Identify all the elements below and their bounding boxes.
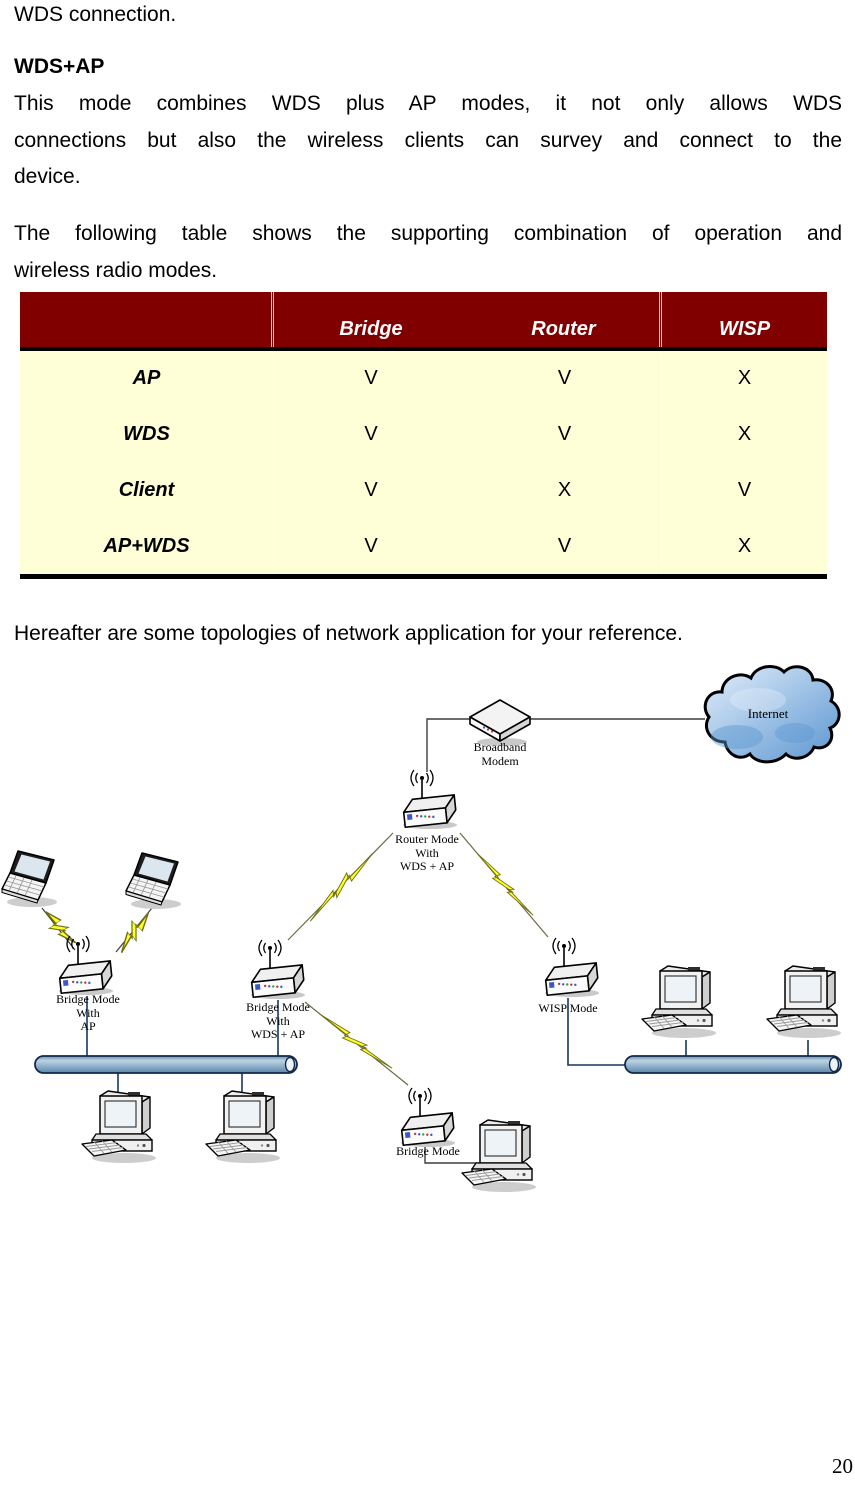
wisp-to-bar-line <box>567 998 627 1066</box>
table-row: AP+WDS V V X <box>20 518 827 574</box>
label-line: With <box>266 1013 290 1028</box>
bridge-mode-with-ap-label: Bridge Mode With AP <box>28 992 148 1034</box>
paragraph-2-line-1: The following table shows the supporting… <box>14 222 842 245</box>
desktop-pc-icon <box>205 1090 281 1164</box>
internet-label: Internet <box>747 706 789 721</box>
section-heading: WDS+AP <box>14 55 105 78</box>
label-line: Bridge Mode <box>246 1000 310 1014</box>
cell-value: V <box>468 351 662 407</box>
cloud-shade-1 <box>711 725 763 749</box>
label-line: WDS + AP <box>250 1027 306 1041</box>
cloud-highlight <box>730 688 786 712</box>
desktop-pc-icon <box>81 1090 157 1164</box>
paragraph-1: This mode combines WDS plus AP modes, it… <box>14 86 842 196</box>
table-row: Client V X V <box>20 462 827 519</box>
cell-value: V <box>364 478 378 501</box>
paragraph-1-line-1: This mode combines WDS plus AP modes, it… <box>14 92 842 115</box>
wisp-mode-label: WISP Mode <box>538 1001 598 1015</box>
label-line: AP <box>80 1019 96 1033</box>
row-label: AP+WDS <box>20 518 274 574</box>
bridge-ap-device-icon <box>57 935 114 996</box>
cell-value: X <box>468 462 662 519</box>
cell-value: V <box>468 518 662 574</box>
label-line: Router Mode <box>395 832 459 846</box>
broadband-modem-label: Broadband Modem <box>440 740 560 768</box>
cloud-shade-2 <box>775 723 815 743</box>
label-line: Bridge Mode <box>56 992 120 1006</box>
laptop-icon <box>1 850 58 908</box>
topology-svg <box>1 665 842 1193</box>
label-line: With <box>415 845 439 860</box>
wisp-device-icon <box>543 937 600 998</box>
table-row: AP V V X <box>20 351 827 407</box>
cell-value: X <box>737 367 752 390</box>
desktop-pc-icon <box>641 965 717 1039</box>
page-number: 20 <box>832 1454 853 1478</box>
table-header-empty-cell <box>20 292 274 347</box>
table-row: WDS V V X <box>20 406 827 463</box>
paragraph-2: The following table shows the supporting… <box>14 216 842 289</box>
paragraph-2-line-2: wireless radio modes. <box>14 258 218 282</box>
modem-to-router-line <box>426 718 472 772</box>
mode-combination-table: Bridge Router WISP AP V V X WDS V V X Cl… <box>20 292 827 579</box>
internet-cloud <box>703 665 841 764</box>
router-mode-device-icon <box>401 769 458 830</box>
bridge-wds-ap-device-icon <box>249 939 306 1000</box>
paragraph-1-line-3: device. <box>14 165 81 188</box>
wired-links <box>424 718 705 1164</box>
table-header-separator <box>20 347 827 351</box>
cell-value: V <box>737 478 752 501</box>
bridge-mode-label: Bridge Mode <box>396 1144 460 1158</box>
row-label: Client <box>20 462 274 519</box>
router-mode-label: Router Mode With WDS + AP <box>367 832 487 874</box>
cell-value: V <box>364 423 378 446</box>
ethernet-backbones <box>34 1055 842 1074</box>
table-bottom-border <box>20 574 827 579</box>
table-header-router: Router <box>468 292 662 347</box>
bridge-mode-device-icon <box>399 1087 456 1148</box>
right-ethernet-bar <box>624 1055 842 1074</box>
label-line: Modem <box>481 753 519 768</box>
cell-value: V <box>468 406 662 463</box>
laptop-icon <box>125 852 182 910</box>
label-line: WDS + AP <box>399 859 455 873</box>
left-bar-end-cap <box>284 1056 296 1073</box>
table-header-row: Bridge Router WISP <box>20 292 827 347</box>
desktop-pc-icon <box>766 965 842 1039</box>
opening-line: WDS connection. <box>14 3 177 26</box>
table-body: AP V V X WDS V V X Client V X V AP+WDS V… <box>20 351 827 574</box>
label-line: With <box>76 1005 100 1020</box>
cell-value: V <box>364 367 378 390</box>
network-topology-diagram: Broadband Modem Internet Router Mode Wit… <box>0 655 855 1225</box>
right-bar-end-cap <box>828 1056 840 1073</box>
row-label: WDS <box>20 406 274 463</box>
closing-line: Hereafter are some topologies of network… <box>14 622 683 645</box>
label-line: Broadband <box>473 740 527 754</box>
row-label: AP <box>20 351 274 407</box>
cell-value: V <box>364 534 378 557</box>
cell-value: X <box>737 423 752 446</box>
table-header-bridge: Bridge <box>339 318 403 340</box>
paragraph-1-line-2: connections but also the wireless client… <box>14 128 842 152</box>
bridge-to-pc-line <box>424 1140 485 1164</box>
left-ethernet-bar <box>34 1055 298 1074</box>
cell-value: X <box>737 534 752 557</box>
bridge-mode-with-wds-ap-label: Bridge Mode With WDS + AP <box>218 1000 338 1042</box>
table-header-wisp: WISP <box>718 318 771 340</box>
